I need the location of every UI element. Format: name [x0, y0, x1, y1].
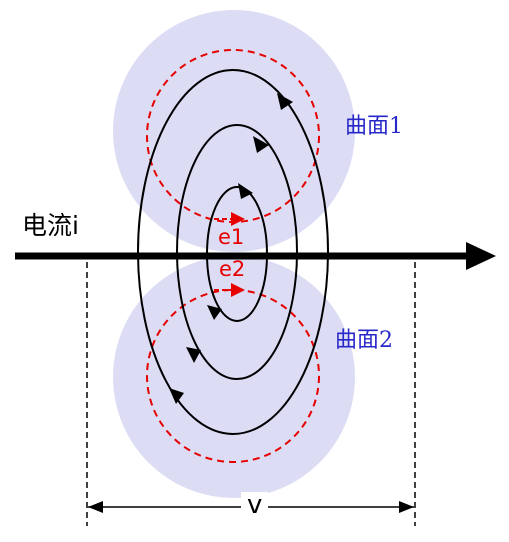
e1-label: e1	[218, 225, 245, 249]
loop-inner-arrow-bottom	[207, 305, 222, 320]
surface-2-boundary	[146, 289, 320, 463]
loop-outer-arrow-top	[277, 93, 293, 110]
surface-1-label: 曲面1	[345, 114, 403, 139]
loop-outer-arrow-bottom	[169, 388, 184, 404]
surface-1-disc	[113, 10, 355, 252]
current-label: 电流i	[22, 211, 79, 240]
loop-inner-arrow-top	[238, 183, 253, 199]
current-arrowhead	[466, 242, 496, 270]
surface-2-label: 曲面2	[335, 328, 393, 353]
e1-arrowhead	[231, 212, 245, 226]
e2-label: e2	[219, 257, 246, 281]
loop-middle-arrow-top	[253, 136, 269, 153]
dimension-arrow-left	[88, 501, 103, 513]
dimension-label: v	[241, 492, 269, 518]
field-loop-middle	[176, 124, 298, 380]
field-loop-outer	[137, 69, 329, 435]
e2-arrowhead	[231, 283, 245, 297]
dimension-arrow-right	[399, 501, 414, 513]
loop-middle-arrow-bottom	[186, 347, 201, 363]
